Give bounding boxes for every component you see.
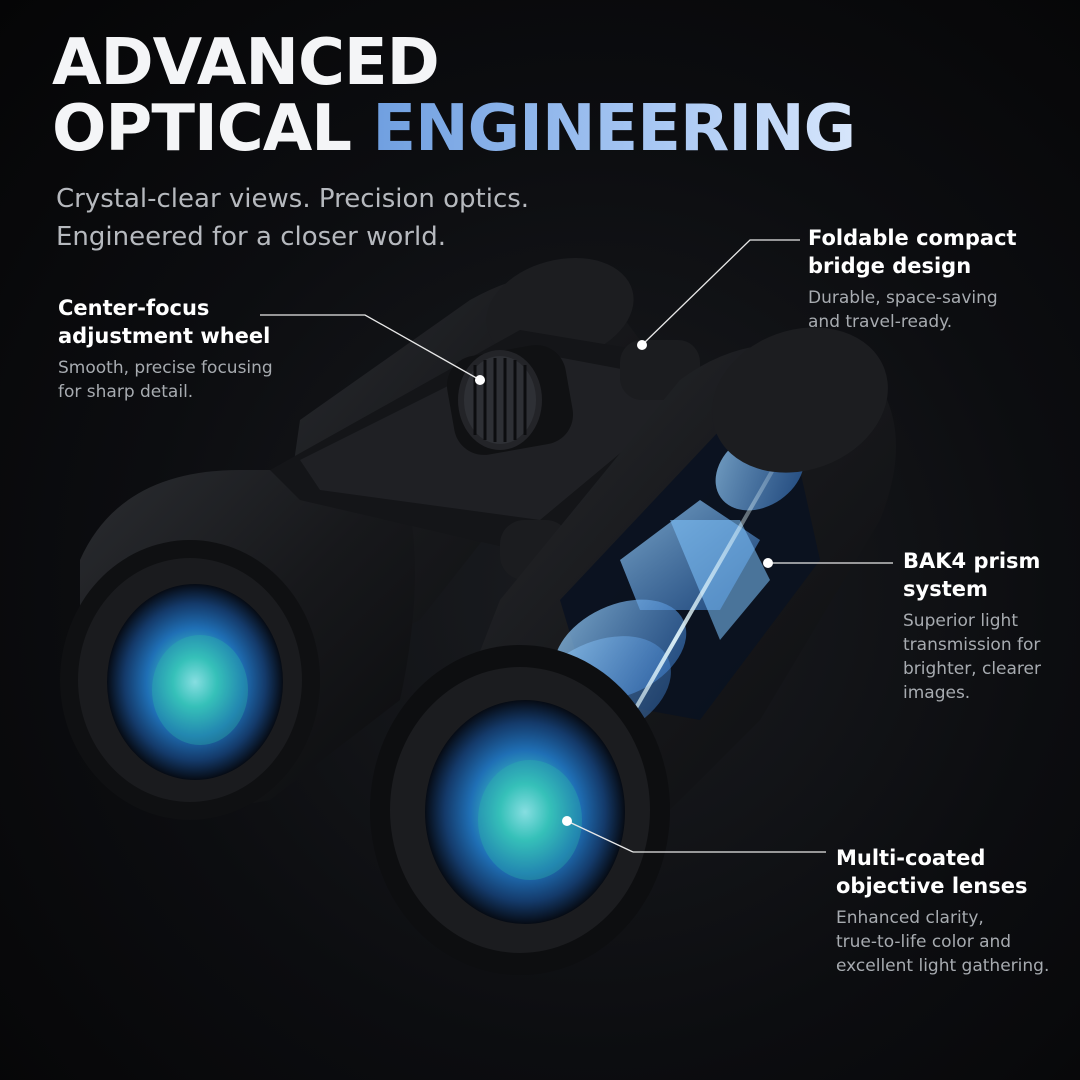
callout-description-line: Superior light [903,611,1018,631]
callout-title-line: BAK4 prism [903,549,1041,573]
callout-title-line: objective lenses [836,874,1028,898]
headline-line-1: ADVANCED [52,26,440,100]
callout-description: Smooth, precise focusing for sharp detai… [58,356,273,404]
callout-title-line: Multi-coated [836,846,986,870]
right-barrel-cutaway [370,327,896,975]
callout-lenses: Multi-coated objective lenses Enhanced c… [836,844,1049,978]
callout-description: Superior light transmission for brighter… [903,609,1041,705]
callout-description-line: true-to-life color and [836,932,1012,952]
callout-description-line: for sharp detail. [58,382,194,402]
left-objective-lens [107,584,283,780]
subheadline-line-1: Crystal-clear views. Precision optics. [56,184,530,214]
callout-focus-wheel: Center-focus adjustment wheel Smooth, pr… [58,294,273,404]
callout-description-line: transmission for [903,635,1041,655]
callout-description-line: Durable, space-saving [808,288,998,308]
callout-description: Durable, space-saving and travel-ready. [808,286,1017,334]
bridge-leader-line [641,239,800,346]
callout-description-line: and travel-ready. [808,312,953,332]
callout-description-line: brighter, clearer [903,659,1042,679]
callout-description-line: Enhanced clarity, [836,908,984,928]
leader-lines [260,239,893,853]
headline: ADVANCED OPTICAL ENGINEERING [52,26,856,162]
callout-description-line: images. [903,683,971,703]
subheadline: Crystal-clear views. Precision optics. E… [56,180,529,256]
callout-title: Foldable compact bridge design [808,224,1017,280]
callout-title: Center-focus adjustment wheel [58,294,273,350]
right-objective-lens [425,700,625,924]
callout-title-line: Center-focus [58,296,210,320]
callout-prism: BAK4 prism system Superior light transmi… [903,547,1041,705]
callout-bridge: Foldable compact bridge design Durable, … [808,224,1017,334]
subheadline-line-2: Engineered for a closer world. [56,222,446,252]
headline-line-2: OPTICAL ENGINEERING [52,96,856,162]
callout-description-line: excellent light gathering. [836,956,1050,976]
callout-title-line: Foldable compact [808,226,1017,250]
focus-wheel [458,350,542,450]
focus-leader-line [260,314,481,381]
callout-title-line: bridge design [808,254,972,278]
callout-title: BAK4 prism system [903,547,1041,603]
headline-accent-word: ENGINEERING [372,92,856,166]
callout-description: Enhanced clarity, true-to-life color and… [836,906,1049,978]
callout-title-line: system [903,577,988,601]
headline-plain-word: OPTICAL [52,92,352,166]
callout-description-line: Smooth, precise focusing [58,358,273,378]
callout-title: Multi-coated objective lenses [836,844,1049,900]
callout-title-line: adjustment wheel [58,324,271,348]
